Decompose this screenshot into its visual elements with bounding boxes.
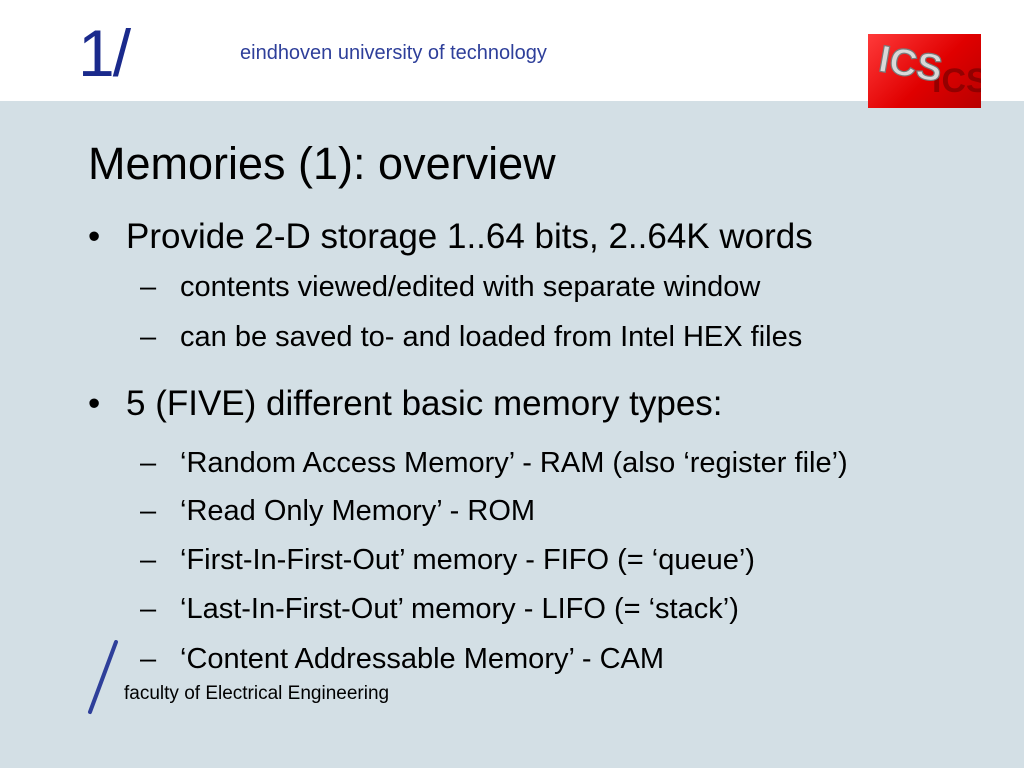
dash-marker: – [140, 447, 157, 479]
faculty-name: faculty of Electrical Engineering [124, 683, 390, 704]
sub-item-text: ‘Random Access Memory’ - RAM (also ‘regi… [180, 447, 848, 479]
bullet-item-1: • Provide 2-D storage 1..64 bits, 2..64K … [88, 217, 813, 257]
sub-item: –‘Last-In-First-Out’ memory - LIFO (= ‘s… [140, 592, 739, 626]
bullet-text: 5 (FIVE) different basic memory types: [126, 384, 723, 423]
sub-item: –‘Read Only Memory’ - ROM [140, 494, 535, 528]
tue-logo: 1/ [78, 16, 131, 90]
sub-item: –contents viewed/edited with separate wi… [140, 270, 760, 304]
ics-logo-text: ICS [876, 38, 946, 90]
sub-item-text: ‘Content Addressable Memory’ - CAM [180, 643, 665, 675]
bullet-marker: • [88, 217, 101, 256]
dash-marker: – [140, 321, 157, 353]
dash-marker: – [140, 544, 157, 576]
sub-item-text: contents viewed/edited with separate win… [180, 271, 761, 303]
bullet-marker: • [88, 384, 101, 423]
dash-marker: – [140, 495, 157, 527]
ics-logo-graphic: ICS ICS [875, 38, 981, 100]
header-bar: 1/ eindhoven university of technology IC… [0, 0, 1024, 108]
dash-marker: – [140, 593, 157, 625]
sub-item: –‘Random Access Memory’ - RAM (also ‘reg… [140, 446, 848, 480]
bullet-item-2: • 5 (FIVE) different basic memory types: [88, 384, 723, 424]
sub-item: –‘First-In-First-Out’ memory - FIFO (= ‘… [140, 543, 755, 577]
sub-item-text: ‘Last-In-First-Out’ memory - LIFO (= ‘st… [180, 593, 739, 625]
slash-logo-mark [88, 640, 118, 714]
sub-item-text: ‘Read Only Memory’ - ROM [180, 495, 536, 527]
slide-title: Memories (1): overview [88, 138, 556, 189]
sub-item: –‘Content Addressable Memory’ - CAM [140, 642, 664, 676]
sub-item: –can be saved to- and loaded from Intel … [140, 320, 802, 354]
dash-marker: – [140, 271, 157, 303]
sub-item-text: can be saved to- and loaded from Intel H… [180, 321, 803, 353]
dash-marker: – [140, 643, 157, 675]
sub-item-text: ‘First-In-First-Out’ memory - FIFO (= ‘q… [180, 544, 755, 576]
ics-logo: ICS ICS [868, 34, 981, 108]
ics-logo-shadow-text: ICS [932, 62, 981, 100]
bullet-text: Provide 2-D storage 1..64 bits, 2..64K w… [126, 217, 813, 256]
university-name: eindhoven university of technology [240, 42, 547, 64]
